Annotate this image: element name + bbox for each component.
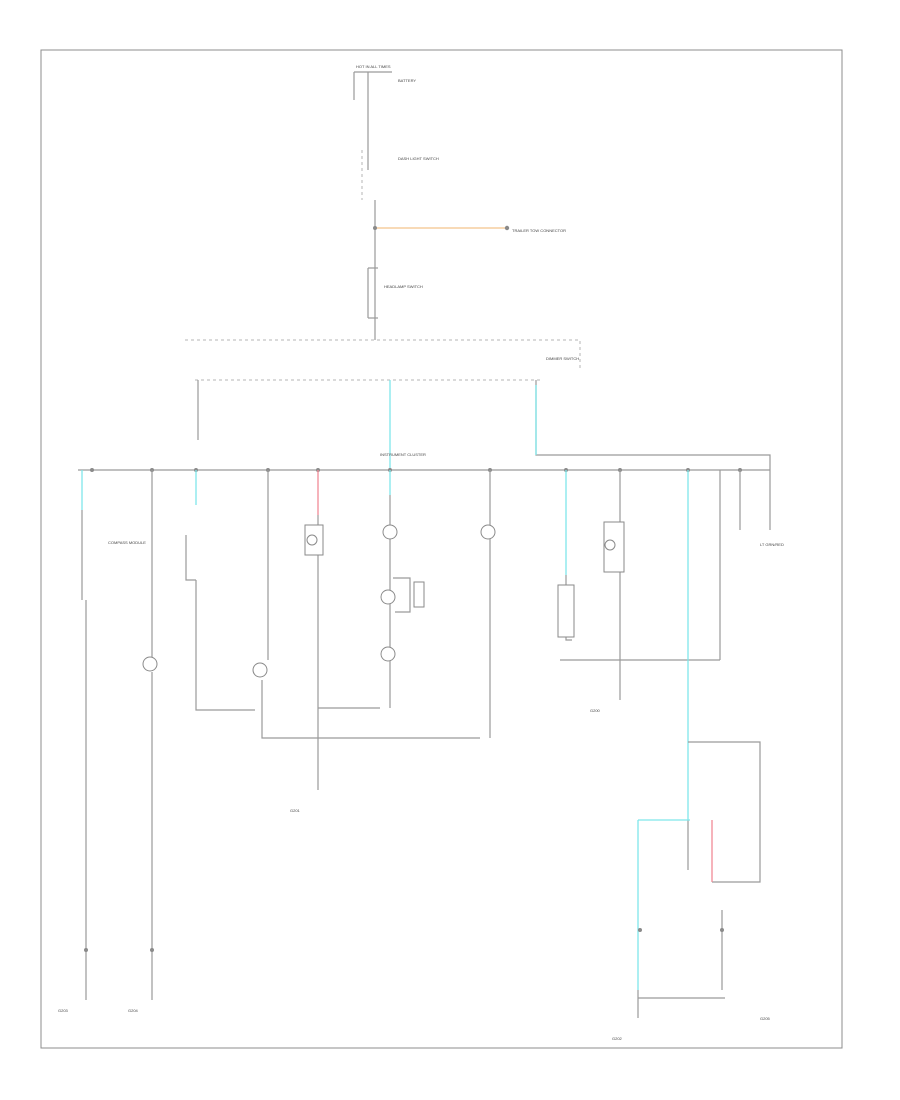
label-dash-light-switch: DASH LIGHT SWITCH	[398, 156, 439, 161]
bulb-icon	[380, 646, 396, 662]
label-battery: BATTERY	[398, 78, 416, 83]
label-ground-bottom-right: G205	[760, 1016, 771, 1021]
label-ground-far-left: G203	[58, 1008, 69, 1013]
trailer-connector-pin	[504, 225, 510, 231]
label-instrument-cluster: INSTRUMENT CLUSTER	[380, 452, 426, 457]
splice-node	[373, 226, 377, 230]
bulb-icon	[252, 662, 268, 678]
bulb-icon	[604, 539, 616, 551]
label-ground-left: G201	[290, 808, 301, 813]
label-wire-tag: LT GRN/RED	[760, 542, 784, 547]
label-ground-left2: G204	[128, 1008, 139, 1013]
power-feed	[353, 71, 510, 340]
bulb-icon	[380, 589, 396, 605]
bulb-icon	[480, 524, 496, 540]
label-trailer-connector: TRAILER TOW CONNECTOR	[512, 228, 566, 233]
label-headlamp-switch: HEADLAMP SWITCH	[384, 284, 423, 289]
label-compass: COMPASS MODULE	[108, 540, 146, 545]
diagram-frame	[40, 49, 843, 1049]
dashed-bus-upper	[185, 339, 581, 370]
label-ground-right: G202	[612, 1036, 623, 1041]
label-hot: HOT IN ALL TIMES	[356, 64, 391, 69]
label-dimmer-switch: DIMMER SWITCH	[546, 356, 579, 361]
bulb-icon	[306, 534, 318, 546]
bulb-icon	[382, 524, 398, 540]
label-ground-mid: G200	[590, 708, 601, 713]
bulb-icon	[142, 656, 158, 672]
